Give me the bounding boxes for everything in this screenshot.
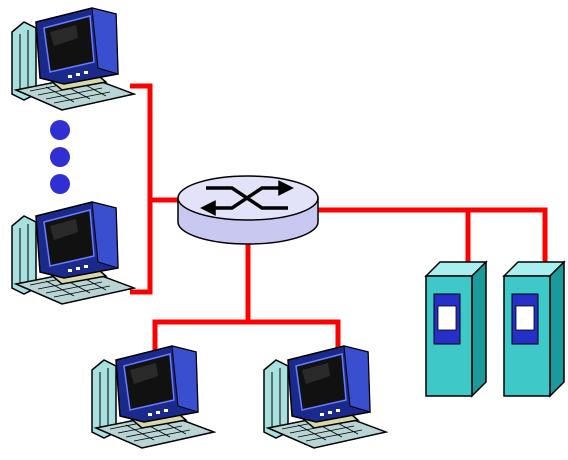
- link-host-top-left: [130, 83, 180, 203]
- switch-crossover-icon: [200, 180, 294, 216]
- central-switch: [177, 175, 319, 245]
- host-mid-left: [11, 201, 135, 305]
- network-links: [130, 83, 548, 360]
- ellipsis-dot: [50, 120, 70, 140]
- host-bottom-right: [263, 345, 387, 449]
- more-hosts-ellipsis: [50, 120, 70, 194]
- server-left: [425, 261, 487, 397]
- link-servers: [315, 207, 548, 270]
- ellipsis-dot: [50, 147, 70, 167]
- link-host-mid-left: [130, 200, 153, 295]
- host-top-left: [11, 7, 135, 111]
- ellipsis-dot: [50, 174, 70, 194]
- host-bottom-left: [91, 345, 215, 449]
- server-right: [503, 261, 565, 397]
- link-bottom-hosts: [152, 319, 341, 360]
